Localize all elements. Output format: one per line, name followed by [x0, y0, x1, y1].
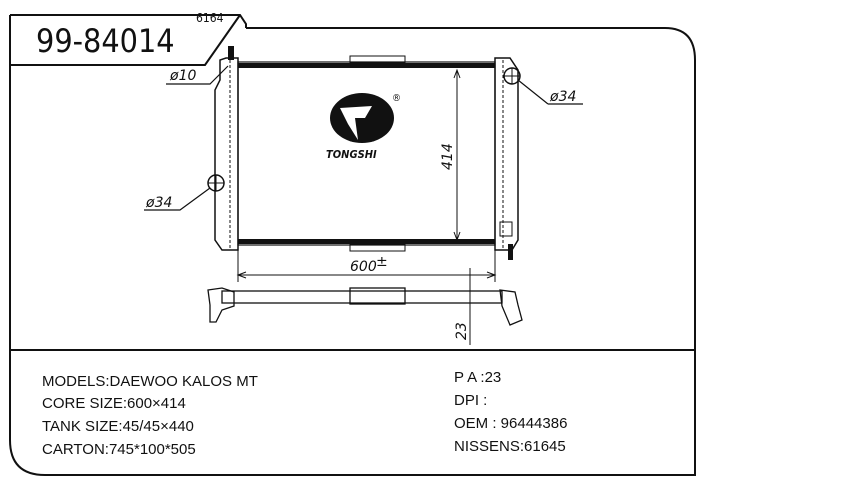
spec-pa: P A :23 [454, 369, 501, 386]
spec-tank-size: TANK SIZE:45/45×440 [42, 418, 194, 435]
spec-core-size: CORE SIZE:600×414 [42, 395, 186, 412]
part-number: 99-84014 [36, 22, 175, 60]
logo-text: TONGSHI [326, 148, 377, 161]
spec-nissens: NISSENS:61645 [454, 438, 566, 455]
right-pipe-diameter-label: ø34 [549, 89, 576, 105]
spec-oem: OEM : 96444386 [454, 415, 567, 432]
left-pipe-diameter-label: ø34 [145, 195, 172, 211]
spec-carton: CARTON:745*100*505 [42, 441, 196, 458]
partial-label: 6164 [196, 11, 224, 25]
height-dimension-label: 414 [440, 143, 456, 170]
inlet-diameter-label: ø10 [169, 68, 196, 84]
specs-left: MODELS:DAEWOO KALOS MT CORE SIZE:600×414… [42, 373, 258, 458]
sheet-frame [9, 27, 696, 476]
specs-right: P A :23 DPI : OEM : 96444386 NISSENS:616… [454, 369, 567, 455]
logo-registered-mark: ® [392, 93, 401, 104]
depth-dimension-label: 23 [454, 322, 470, 340]
title-box [9, 14, 247, 66]
width-dimension-label: 600 [350, 259, 377, 275]
radiator-bottom-view [207, 287, 523, 326]
spec-models: MODELS:DAEWOO KALOS MT [42, 373, 258, 390]
width-tolerance: ± [376, 254, 388, 270]
spec-dpi: DPI : [454, 392, 487, 409]
diameter-callouts [144, 65, 583, 211]
tongshi-logo: TONGSHI ® [326, 93, 401, 161]
